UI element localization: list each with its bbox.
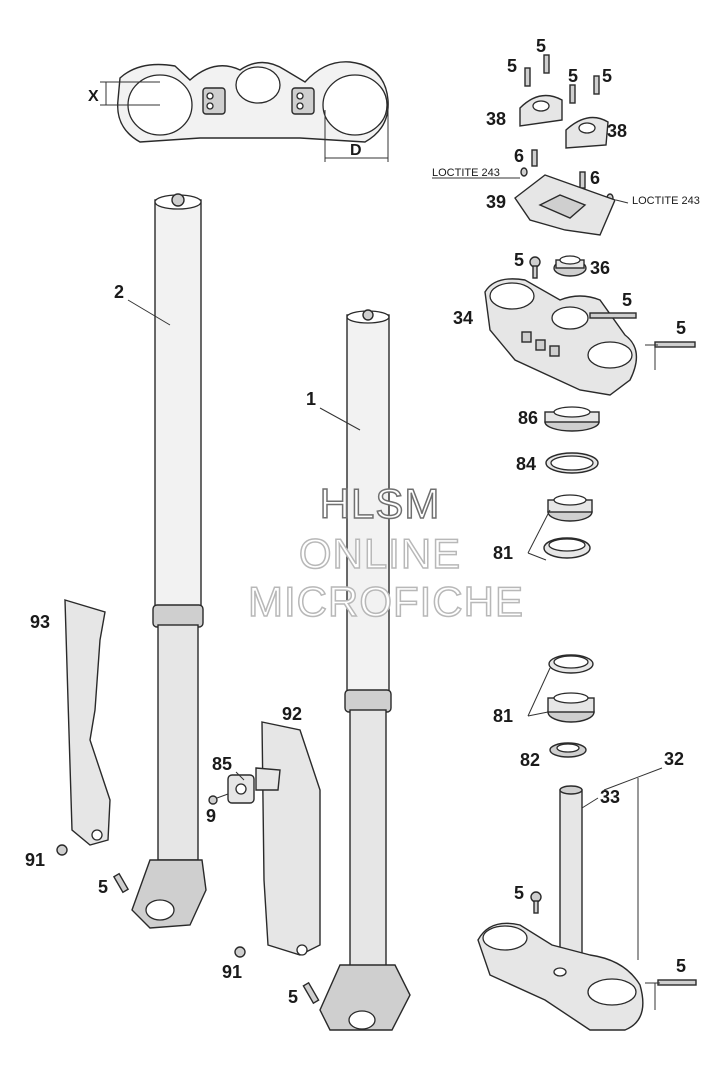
part-1-label: 1 — [306, 389, 316, 409]
part-32-label: 32 — [664, 749, 684, 769]
bearing-81-lower — [547, 654, 595, 723]
fork-guard-92 — [261, 721, 321, 956]
dust-seal-86 — [544, 406, 600, 432]
part-81-lower-label: 81 — [493, 706, 513, 726]
part-39-label: 39 — [486, 192, 506, 212]
triple-clamp-dimension-sketch: X D — [88, 61, 389, 162]
part-2-label: 2 — [114, 282, 124, 302]
fork-leg-2 — [131, 193, 207, 929]
clamp-bolt-5-lower — [657, 979, 697, 986]
part-36-label: 36 — [590, 258, 610, 278]
part-5-bottom-label: 5 — [288, 987, 298, 1007]
watermark-line-1: HLSM — [320, 480, 441, 527]
part-6-right-label: 6 — [590, 168, 600, 188]
part-38-right-label: 38 — [607, 121, 627, 141]
brake-line-clamp-85 — [227, 767, 281, 804]
handlebar-mount-39 — [514, 174, 616, 236]
part-5-upper-clamp-label: 5 — [514, 250, 524, 270]
screws-5-top — [524, 54, 600, 104]
fork-leg-1 — [319, 309, 411, 1031]
bearing-81-upper — [543, 494, 593, 559]
screw-9 — [208, 793, 229, 805]
seal-82 — [549, 742, 587, 758]
part-84-label: 84 — [516, 454, 536, 474]
loctite-left-note: LOCTITE 243 — [432, 167, 500, 179]
screw-5-upper-clamp — [529, 256, 541, 279]
steering-nut-36 — [553, 255, 587, 277]
fork-guard-93 — [64, 599, 111, 846]
part-9-label: 9 — [206, 806, 216, 826]
part-91-left-label: 91 — [25, 850, 45, 870]
dimension-x-label: X — [88, 88, 99, 105]
watermark-line-3: MICROFICHE — [248, 578, 524, 625]
part-34-label: 34 — [453, 308, 473, 328]
part-38-left-label: 38 — [486, 109, 506, 129]
part-33-label: 33 — [600, 787, 620, 807]
screw-5-bottom — [302, 981, 320, 1005]
part-5-upper-a-label: 5 — [622, 290, 632, 310]
clamp-bolt-5-upper-b — [654, 341, 696, 348]
part-5-top-a-label: 5 — [536, 36, 546, 56]
screw-5-left — [112, 872, 130, 894]
part-6-left-label: 6 — [514, 146, 524, 166]
watermark: HLSM ONLINE MICROFICHE — [247, 479, 524, 626]
part-91-right-label: 91 — [222, 962, 242, 982]
part-5-upper-b-label: 5 — [676, 318, 686, 338]
handlebar-clamp-38-left — [519, 94, 563, 127]
part-5-lower-clamp-label: 5 — [514, 883, 524, 903]
part-81-upper-label: 81 — [493, 543, 513, 563]
part-82-label: 82 — [520, 750, 540, 770]
part-5-top-c-label: 5 — [568, 66, 578, 86]
clamp-bolt-5-upper-a — [589, 312, 637, 319]
part-5-top-b-label: 5 — [507, 56, 517, 76]
part-92-label: 92 — [282, 704, 302, 724]
screw-91-left — [56, 844, 68, 856]
upper-triple-clamp-34 — [484, 278, 638, 396]
dimension-d-label: D — [350, 142, 362, 159]
part-5-lower-label: 5 — [676, 956, 686, 976]
watermark-line-2: ONLINE — [299, 530, 461, 577]
part-93-label: 93 — [30, 612, 50, 632]
steering-stem-33 — [559, 785, 583, 971]
loctite-right-note: LOCTITE 243 — [632, 195, 700, 207]
part-85-label: 85 — [212, 754, 232, 774]
o-ring-84 — [545, 452, 599, 474]
part-5-left-label: 5 — [98, 877, 108, 897]
handlebar-clamp-38-right — [565, 116, 609, 149]
screw-91-right — [234, 946, 246, 958]
lower-triple-clamp-32 — [477, 922, 644, 1031]
screw-6-left — [520, 149, 538, 177]
part-86-label: 86 — [518, 408, 538, 428]
part-5-top-d-label: 5 — [602, 66, 612, 86]
screw-5-lower-clamp — [530, 891, 542, 914]
